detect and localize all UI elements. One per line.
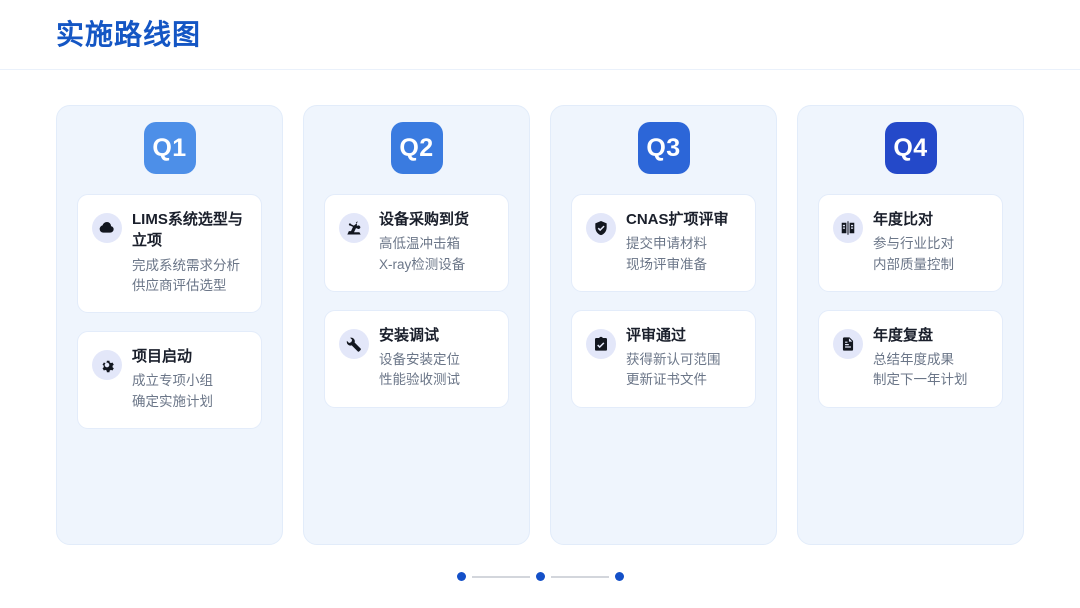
milestone-body: 项目启动成立专项小组确定实施计划: [132, 346, 245, 412]
quarter-badge-q2: Q2: [390, 122, 443, 174]
milestone-card[interactable]: CNAS扩项评审提交申请材料现场评审准备: [571, 194, 756, 292]
pager-dot[interactable]: [456, 572, 466, 581]
milestone-detail-line: 制定下一年计划: [873, 372, 968, 388]
milestone-card[interactable]: LIMS系统选型与立项完成系统需求分析供应商评估选型: [77, 194, 262, 314]
milestone-body: 安装调试设备安装定位性能验收测试: [379, 325, 492, 391]
quarter-badge-q3: Q3: [637, 122, 690, 174]
quarter-column-q2: Q2 设备采购到货高低温冲击箱 X-ray检测设备安装调试设备安装定位性能验收测试: [303, 105, 530, 545]
milestone-detail-line: 现场评审准备: [626, 256, 707, 272]
milestone-title: CNAS扩项评审: [626, 211, 729, 228]
milestone-list: LIMS系统选型与立项完成系统需求分析供应商评估选型项目启动成立专项小组确定实施…: [77, 194, 262, 429]
milestone-title: 年度复盘: [873, 326, 934, 344]
milestone-detail-line: 供应商评估选型: [132, 277, 227, 293]
milestone-detail-line: 完成系统需求分析: [132, 257, 240, 273]
milestone-body: CNAS扩项评审提交申请材料现场评审准备: [626, 209, 739, 275]
cloud-icon: [92, 213, 122, 243]
milestone-title: 设备采购到货: [379, 211, 470, 228]
milestone-list: 设备采购到货高低温冲击箱 X-ray检测设备安装调试设备安装定位性能验收测试: [324, 194, 509, 408]
milestone-list: 年度比对参与行业比对内部质量控制年度复盘总结年度成果制定下一年计划: [818, 194, 1003, 408]
milestone-title: LIMS系统选型与立项: [132, 211, 243, 250]
milestone-card[interactable]: 安装调试设备安装定位性能验收测试: [324, 309, 509, 408]
quarter-column-q4: Q4 年度比对参与行业比对内部质量控制年度复盘总结年度成果制定下一年计划: [797, 105, 1024, 545]
milestone-detail-line: 确定实施计划: [132, 393, 213, 409]
quarter-badge-q4: Q4: [884, 122, 937, 174]
wrench-icon: [339, 328, 369, 359]
milestone-detail-line: 内部质量控制: [873, 256, 954, 272]
milestone-body: 年度复盘总结年度成果制定下一年计划: [873, 325, 986, 391]
milestone-detail-line: 更新证书文件: [626, 372, 707, 388]
milestone-title: 项目启动: [132, 348, 193, 366]
milestone-detail-line: 成立专项小组: [132, 373, 213, 389]
shield-check-icon: [586, 213, 616, 243]
milestone-detail-line: 高低温冲击箱: [379, 236, 460, 252]
milestone-title: 年度比对: [873, 211, 934, 228]
milestone-detail-line: 提交申请材料: [626, 236, 707, 252]
milestone-detail-line: X-ray检测设备: [379, 256, 466, 272]
milestone-card[interactable]: 项目启动成立专项小组确定实施计划: [77, 331, 262, 429]
carousel-pager[interactable]: [0, 572, 1080, 581]
milestone-body: 评审通过获得新认可范围更新证书文件: [626, 325, 739, 391]
milestone-detail-line: 性能验收测试: [379, 372, 460, 388]
document-icon: [833, 328, 863, 359]
milestone-card[interactable]: 年度比对参与行业比对内部质量控制: [818, 194, 1003, 292]
milestone-detail-line: 获得新认可范围: [626, 352, 721, 368]
milestone-body: LIMS系统选型与立项完成系统需求分析供应商评估选型: [132, 209, 245, 296]
milestone-card[interactable]: 设备采购到货高低温冲击箱 X-ray检测设备: [324, 194, 509, 292]
milestone-card[interactable]: 评审通过获得新认可范围更新证书文件: [571, 309, 756, 408]
chart-compare-icon: [833, 213, 863, 243]
pager-dot[interactable]: [614, 572, 624, 581]
gear-icon: [92, 350, 122, 381]
pager-dot[interactable]: [535, 572, 545, 581]
milestone-card[interactable]: 年度复盘总结年度成果制定下一年计划: [818, 309, 1003, 408]
pager-connector: [550, 575, 609, 578]
milestone-title: 安装调试: [379, 326, 440, 344]
quarter-badge-q1: Q1: [143, 122, 196, 174]
page-header: 实施路线图: [0, 0, 1080, 70]
milestone-body: 年度比对参与行业比对内部质量控制: [873, 209, 986, 275]
clipboard-check-icon: [586, 328, 616, 359]
milestone-body: 设备采购到货高低温冲击箱 X-ray检测设备: [379, 209, 492, 275]
milestone-list: CNAS扩项评审提交申请材料现场评审准备评审通过获得新认可范围更新证书文件: [571, 194, 756, 408]
milestone-detail-line: 参与行业比对: [873, 236, 954, 252]
pager-connector: [471, 575, 530, 578]
milestone-title: 评审通过: [626, 326, 687, 344]
milestone-detail-line: 总结年度成果: [873, 352, 954, 368]
milestone-detail-line: 设备安装定位: [379, 352, 460, 368]
robot-arm-icon: [339, 213, 369, 243]
page-title: 实施路线图: [56, 18, 202, 50]
